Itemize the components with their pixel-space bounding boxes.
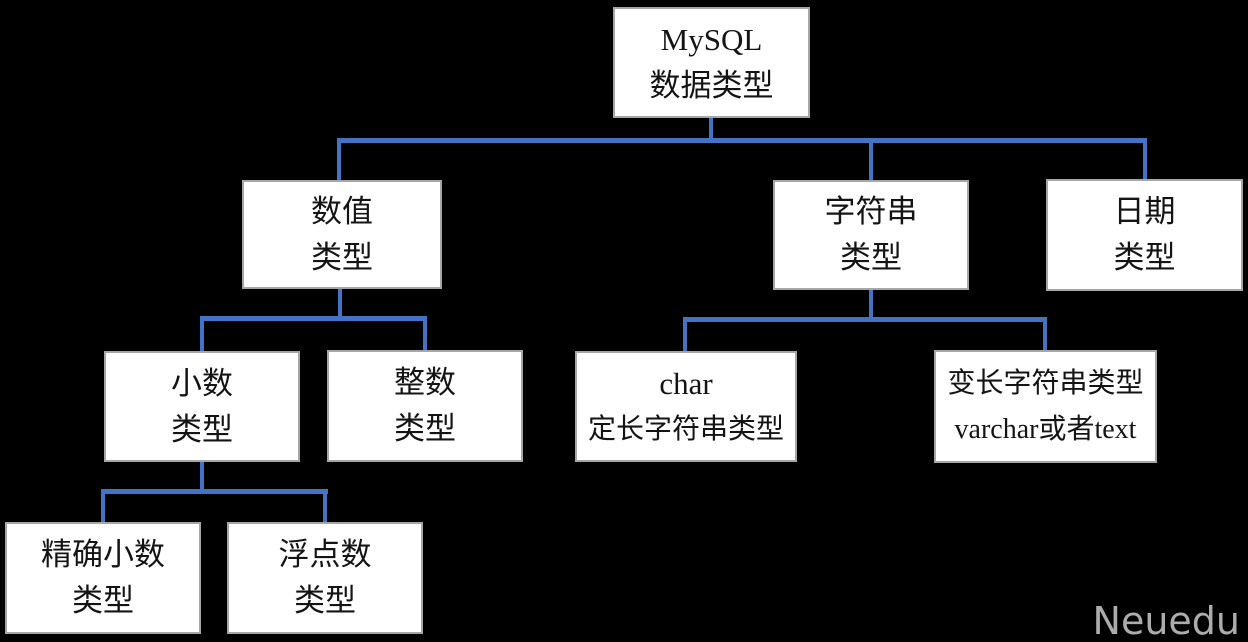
node-label: 类型 — [294, 583, 356, 618]
connector-drop-numeric — [337, 138, 341, 182]
node-numeric-type: 数值 类型 — [242, 180, 442, 289]
connector-numeric-bus — [200, 316, 427, 321]
node-label: 数据类型 — [649, 67, 774, 103]
connector-drop-string — [869, 138, 873, 182]
connector-decimal-stem — [200, 462, 204, 492]
connector-drop-varchar — [1043, 317, 1047, 352]
node-label: 类型 — [72, 583, 134, 618]
connector-drop-decimal — [200, 316, 204, 353]
connector-drop-integer — [423, 316, 427, 352]
connector-numeric-stem — [338, 289, 342, 318]
node-mysql-data-types: MySQL 数据类型 — [613, 7, 810, 118]
connector-string-stem — [869, 290, 873, 319]
connector-drop-char — [683, 317, 687, 353]
node-label: MySQL — [660, 21, 763, 57]
connector-decimal-bus — [101, 489, 328, 494]
node-varchar-text-string-type: 变长字符串类型 varchar或者text — [934, 350, 1157, 463]
node-label: 变长字符串类型 — [947, 367, 1144, 399]
node-decimal-type: 小数 类型 — [104, 351, 300, 462]
node-label: 小数 — [171, 365, 233, 401]
node-label: 类型 — [1113, 240, 1176, 275]
node-string-type: 字符串 类型 — [773, 180, 969, 290]
node-label: 日期 — [1113, 194, 1176, 229]
node-label: char — [659, 365, 713, 401]
connector-string-bus — [683, 317, 1047, 322]
node-float-type: 浮点数 类型 — [227, 522, 423, 634]
node-label: varchar或者text — [954, 413, 1137, 445]
connector-drop-exact-decimal — [101, 489, 105, 524]
node-label: 数值 — [311, 193, 373, 229]
node-label: 类型 — [840, 240, 902, 275]
node-label: 字符串 — [824, 194, 918, 229]
connector-level2-bus — [337, 138, 1147, 143]
connector-drop-float — [323, 489, 327, 524]
node-exact-decimal-type: 精确小数 类型 — [5, 522, 201, 634]
node-char-fixed-string-type: char 定长字符串类型 — [575, 351, 797, 462]
node-label: 整数 — [394, 365, 456, 400]
node-date-type: 日期 类型 — [1046, 179, 1243, 291]
node-label: 定长字符串类型 — [587, 413, 784, 445]
node-label: 类型 — [394, 411, 456, 446]
node-integer-type: 整数 类型 — [327, 350, 523, 462]
node-label: 类型 — [311, 239, 373, 275]
node-label: 类型 — [171, 411, 233, 447]
node-label: 精确小数 — [41, 537, 165, 572]
neuedu-watermark: Neuedu — [1092, 599, 1240, 642]
connector-drop-date — [1143, 138, 1147, 181]
node-label: 浮点数 — [278, 537, 372, 572]
connector-mysql-stem — [709, 118, 713, 142]
